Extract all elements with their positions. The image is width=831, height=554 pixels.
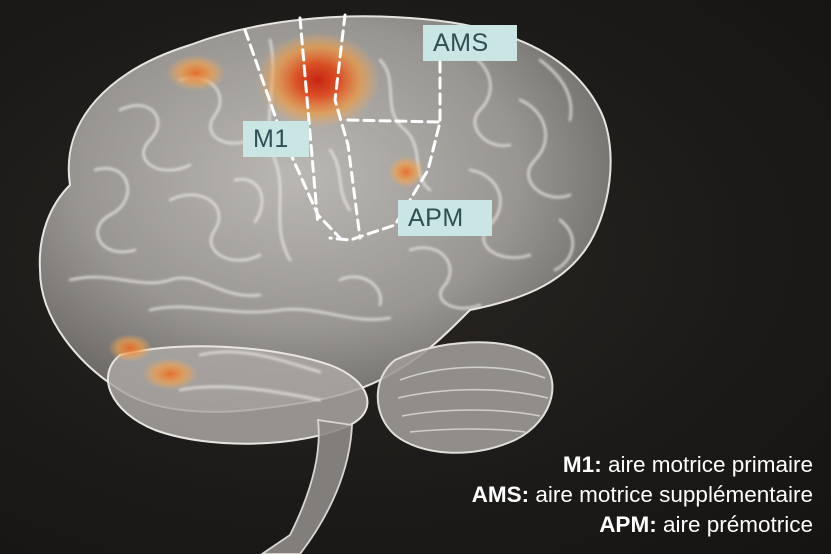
legend-row-ams: AMS: aire motrice supplémentaire xyxy=(472,480,813,510)
legend-term: M1 xyxy=(563,452,594,477)
label-apm: APM xyxy=(398,200,492,236)
legend-separator: : xyxy=(522,482,536,507)
activation-frontal-small xyxy=(166,55,226,91)
legend-term: AMS xyxy=(472,482,522,507)
legend-description: aire motrice supplémentaire xyxy=(535,482,813,507)
activation-temporal-a xyxy=(108,334,152,362)
legend-description: aire prémotrice xyxy=(663,512,813,537)
legend: M1: aire motrice primaire AMS: aire motr… xyxy=(472,450,813,540)
label-ams: AMS xyxy=(423,25,517,61)
legend-row-apm: APM: aire prémotrice xyxy=(472,510,813,540)
label-m1: M1 xyxy=(243,121,309,157)
activation-temporal-b xyxy=(142,358,198,390)
cerebellum-shape xyxy=(378,342,553,452)
legend-term: APM xyxy=(599,512,649,537)
legend-separator: : xyxy=(594,452,608,477)
activation-apm xyxy=(388,156,424,188)
legend-row-m1: M1: aire motrice primaire xyxy=(472,450,813,480)
legend-separator: : xyxy=(649,512,663,537)
legend-description: aire motrice primaire xyxy=(608,452,813,477)
